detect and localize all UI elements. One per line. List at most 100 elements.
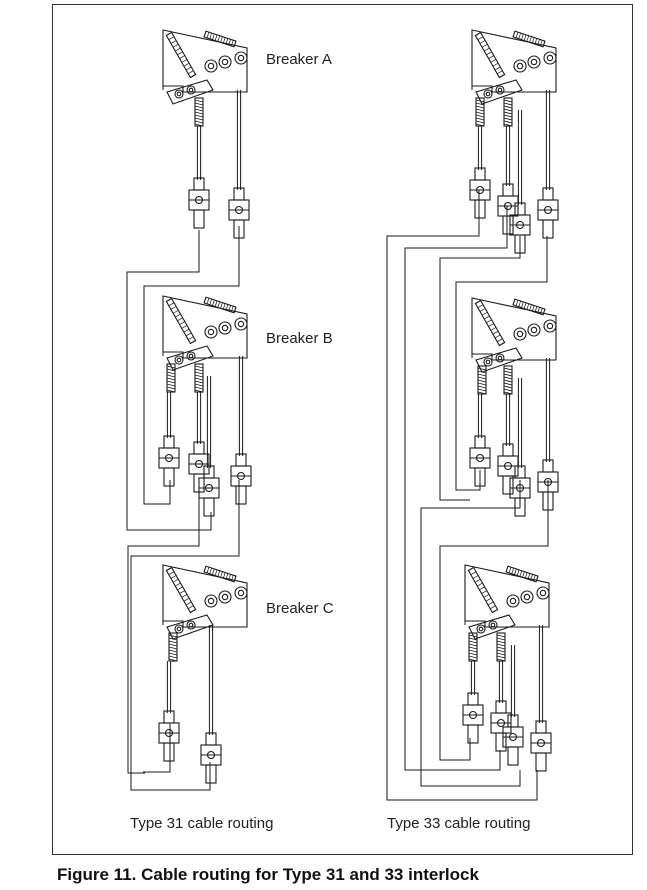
cable-fitting bbox=[462, 692, 484, 744]
spring bbox=[166, 363, 176, 393]
pivot bbox=[527, 323, 541, 337]
type33-middle-mechanism bbox=[469, 297, 559, 517]
type33-top-mechanism bbox=[469, 29, 559, 254]
pivot bbox=[495, 85, 505, 95]
pivot bbox=[543, 319, 557, 333]
pivot bbox=[204, 59, 218, 73]
cable-fitting bbox=[158, 435, 180, 487]
cable-route bbox=[127, 482, 200, 774]
cable bbox=[505, 394, 511, 446]
cable bbox=[166, 661, 172, 713]
spring bbox=[503, 97, 513, 127]
cable bbox=[206, 376, 212, 468]
breaker-b-mechanism bbox=[158, 295, 252, 517]
cable bbox=[510, 645, 516, 717]
cable bbox=[166, 392, 172, 438]
cable-fitting bbox=[530, 720, 552, 772]
cable-fitting bbox=[502, 714, 524, 766]
cable-route bbox=[455, 236, 548, 491]
pivot bbox=[476, 624, 486, 634]
linkage-rod bbox=[505, 565, 539, 583]
linkage-rod bbox=[512, 298, 546, 316]
type33-bottom-mechanism bbox=[462, 564, 552, 772]
spring bbox=[496, 632, 506, 662]
cable bbox=[238, 356, 244, 456]
linkage-rod bbox=[203, 565, 237, 583]
pivot bbox=[218, 321, 232, 335]
cable-fitting bbox=[497, 183, 519, 235]
pivot bbox=[234, 586, 248, 600]
cable bbox=[545, 90, 551, 190]
cable-route bbox=[143, 724, 171, 773]
pivot bbox=[204, 325, 218, 339]
linkage-rod bbox=[203, 296, 237, 314]
linkage-rod bbox=[467, 566, 499, 614]
figure-frame bbox=[52, 4, 633, 855]
pivot bbox=[506, 594, 520, 608]
cable bbox=[208, 625, 214, 735]
pivot bbox=[218, 55, 232, 69]
lever-bar bbox=[475, 347, 523, 373]
cable bbox=[505, 126, 511, 186]
cable bbox=[517, 378, 523, 468]
cable-fitting bbox=[188, 177, 210, 229]
cable-route bbox=[439, 480, 549, 761]
lever-bar bbox=[166, 345, 214, 371]
pivot bbox=[483, 89, 493, 99]
spring bbox=[168, 632, 178, 662]
linkage-rod bbox=[474, 299, 506, 347]
cable-fitting bbox=[469, 167, 491, 219]
cable bbox=[470, 661, 476, 695]
pivot bbox=[543, 51, 557, 65]
cable bbox=[538, 625, 544, 723]
breaker-b-label: Breaker B bbox=[266, 330, 333, 347]
pivot bbox=[174, 355, 184, 365]
lever-bar bbox=[166, 79, 214, 105]
pivot bbox=[520, 590, 534, 604]
cable bbox=[477, 394, 483, 438]
pivot bbox=[186, 85, 196, 95]
cable-route bbox=[130, 480, 240, 791]
cable-fitting bbox=[497, 443, 519, 495]
spring bbox=[194, 97, 204, 127]
cable-route bbox=[404, 206, 508, 771]
cable-route bbox=[386, 190, 538, 801]
spring bbox=[477, 365, 487, 395]
cable bbox=[545, 358, 551, 462]
breaker-a-mechanism bbox=[162, 29, 250, 239]
cable-route bbox=[439, 236, 521, 501]
linkage-rod bbox=[512, 30, 546, 48]
pivot bbox=[186, 620, 196, 630]
linkage-rod bbox=[165, 297, 197, 345]
cable bbox=[517, 110, 523, 205]
cable bbox=[477, 126, 483, 170]
cable-fitting bbox=[200, 732, 222, 784]
cable-fitting bbox=[158, 710, 180, 762]
type33-caption: Type 33 cable routing bbox=[387, 815, 531, 832]
linkage-rod bbox=[203, 30, 237, 48]
pivot bbox=[513, 59, 527, 73]
figure-caption: Figure 11. Cable routing for Type 31 and… bbox=[57, 865, 479, 884]
pivot bbox=[174, 624, 184, 634]
cable bbox=[236, 90, 242, 190]
spring bbox=[194, 363, 204, 393]
breaker-c-label: Breaker C bbox=[266, 600, 334, 617]
lever-bar bbox=[468, 614, 516, 640]
cable-route bbox=[126, 230, 212, 531]
cable-fitting bbox=[509, 202, 531, 254]
cable-fitting bbox=[537, 187, 559, 239]
pivot bbox=[174, 89, 184, 99]
spring bbox=[468, 632, 478, 662]
pivot bbox=[495, 353, 505, 363]
type31-caption: Type 31 cable routing bbox=[130, 815, 274, 832]
cable bbox=[498, 661, 504, 703]
cable-route bbox=[143, 226, 240, 505]
pivot bbox=[483, 357, 493, 367]
spring bbox=[503, 365, 513, 395]
cable bbox=[196, 392, 202, 444]
pivot bbox=[218, 590, 232, 604]
cable-route bbox=[420, 480, 521, 787]
pivot bbox=[204, 594, 218, 608]
cable-fitting bbox=[230, 453, 252, 505]
